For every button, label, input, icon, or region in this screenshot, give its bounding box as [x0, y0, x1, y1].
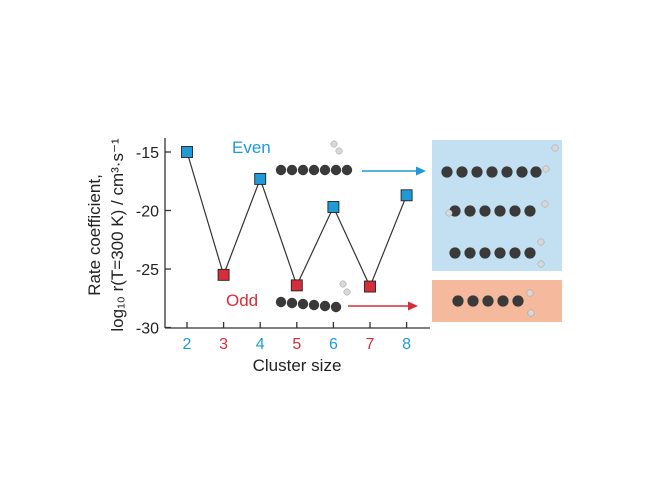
- odd-products-panel: [432, 280, 562, 322]
- data-point-even: [327, 201, 340, 213]
- y-ticks: -15 -20 -25 -30: [136, 145, 171, 338]
- y-tick-label: -20: [136, 204, 159, 221]
- odd-molecule-illustration: [275, 280, 351, 313]
- y-axis-title-line1: Rate coefficient,: [85, 174, 104, 296]
- data-point-odd: [364, 280, 376, 293]
- series-line: [186, 151, 408, 289]
- series-markers: [181, 146, 413, 293]
- y-tick-label: -25: [136, 262, 159, 279]
- y-axis-title-line2: log₁₀ r(T=300 K) / cm³·s⁻¹: [108, 138, 127, 332]
- data-point-even: [254, 172, 267, 185]
- even-arrow: [362, 166, 426, 176]
- x-tick-label: 8: [402, 336, 411, 353]
- odd-product-molecule: [452, 289, 535, 317]
- even-product-molecule-3: [449, 238, 545, 268]
- x-ticks: 2 3 4 5 6 7 8: [183, 322, 411, 353]
- plot-axes: -15 -20 -25 -30 2 3 4 5 6 7 8: [136, 138, 430, 353]
- x-tick-label: 7: [366, 336, 375, 353]
- even-product-molecule-2: [445, 200, 549, 217]
- data-point-odd: [217, 268, 230, 281]
- odd-annotation: Odd: [226, 291, 258, 310]
- x-tick-label: 6: [329, 336, 338, 353]
- data-point-odd: [290, 279, 303, 292]
- even-annotation: Even: [232, 138, 271, 157]
- data-point-even: [400, 189, 413, 202]
- y-tick-label: -15: [136, 145, 159, 162]
- x-tick-label: 3: [219, 336, 228, 353]
- even-product-molecule-1: [441, 144, 559, 178]
- x-tick-label: 5: [292, 336, 301, 353]
- odd-arrow: [348, 301, 418, 311]
- x-tick-label: 4: [256, 336, 265, 353]
- data-point-even: [181, 146, 193, 158]
- x-tick-label: 2: [183, 336, 192, 353]
- y-tick-label: -30: [136, 321, 159, 338]
- x-axis-title: Cluster size: [253, 356, 342, 375]
- even-molecule-illustration: [275, 140, 353, 176]
